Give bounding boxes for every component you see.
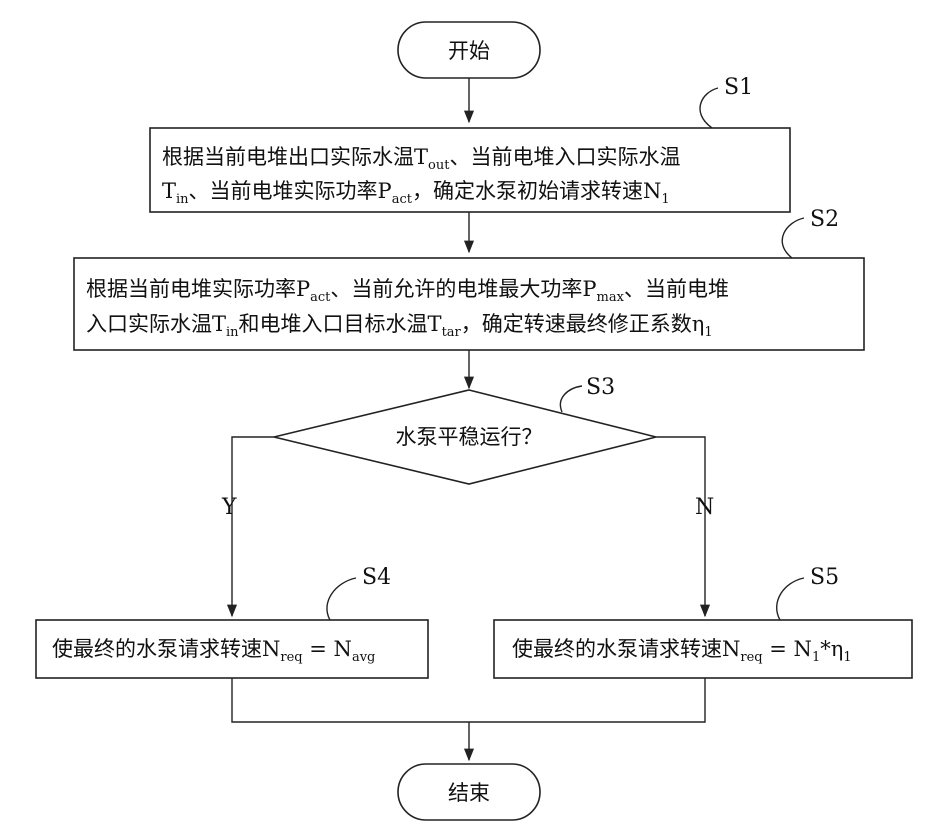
s2-callout [782,218,804,258]
s1-line2: Tin、当前电堆实际功率Pact，确定水泵初始请求转速N1 [162,179,670,207]
s4-tag: S4 [362,565,391,590]
s3-tag: S3 [586,375,615,400]
merge-line [232,678,705,722]
start-terminal: 开始 [398,22,540,78]
s5-text: 使最终的水泵请求转速Nreq = N1*η1 [512,637,852,665]
arrow-yes-branch [232,437,274,616]
s1-tag: S1 [724,75,753,100]
s2-tag: S2 [810,207,839,232]
s5-callout [777,578,804,620]
step-s5: 使最终的水泵请求转速Nreq = N1*η1 S5 [494,565,912,678]
decision-s3: 水泵平稳运行？ S3 [274,375,656,484]
s2-line2: 入口实际水温Tin和电堆入口目标水温Ttar，确定转速最终修正系数η1 [86,312,713,340]
s3-callout [560,386,582,412]
yes-label: Y [221,495,237,520]
start-label: 开始 [448,39,490,63]
end-terminal: 结束 [398,764,540,820]
s1-line1: 根据当前电堆出口实际水温Tout、当前电堆入口实际水温 [162,145,680,173]
s1-callout [700,88,718,128]
s4-callout [327,578,356,620]
s4-text: 使最终的水泵请求转速Nreq = Navg [52,637,375,665]
arrow-no-branch [656,437,705,616]
s5-tag: S5 [810,565,839,590]
step-s1: 根据当前电堆出口实际水温Tout、当前电堆入口实际水温 Tin、当前电堆实际功率… [150,75,790,212]
s3-question: 水泵平稳运行？ [396,425,543,449]
s2-line1: 根据当前电堆实际功率Pact、当前允许的电堆最大功率Pmax、当前电堆 [86,277,729,305]
no-label: N [695,495,714,520]
end-label: 结束 [448,781,490,805]
